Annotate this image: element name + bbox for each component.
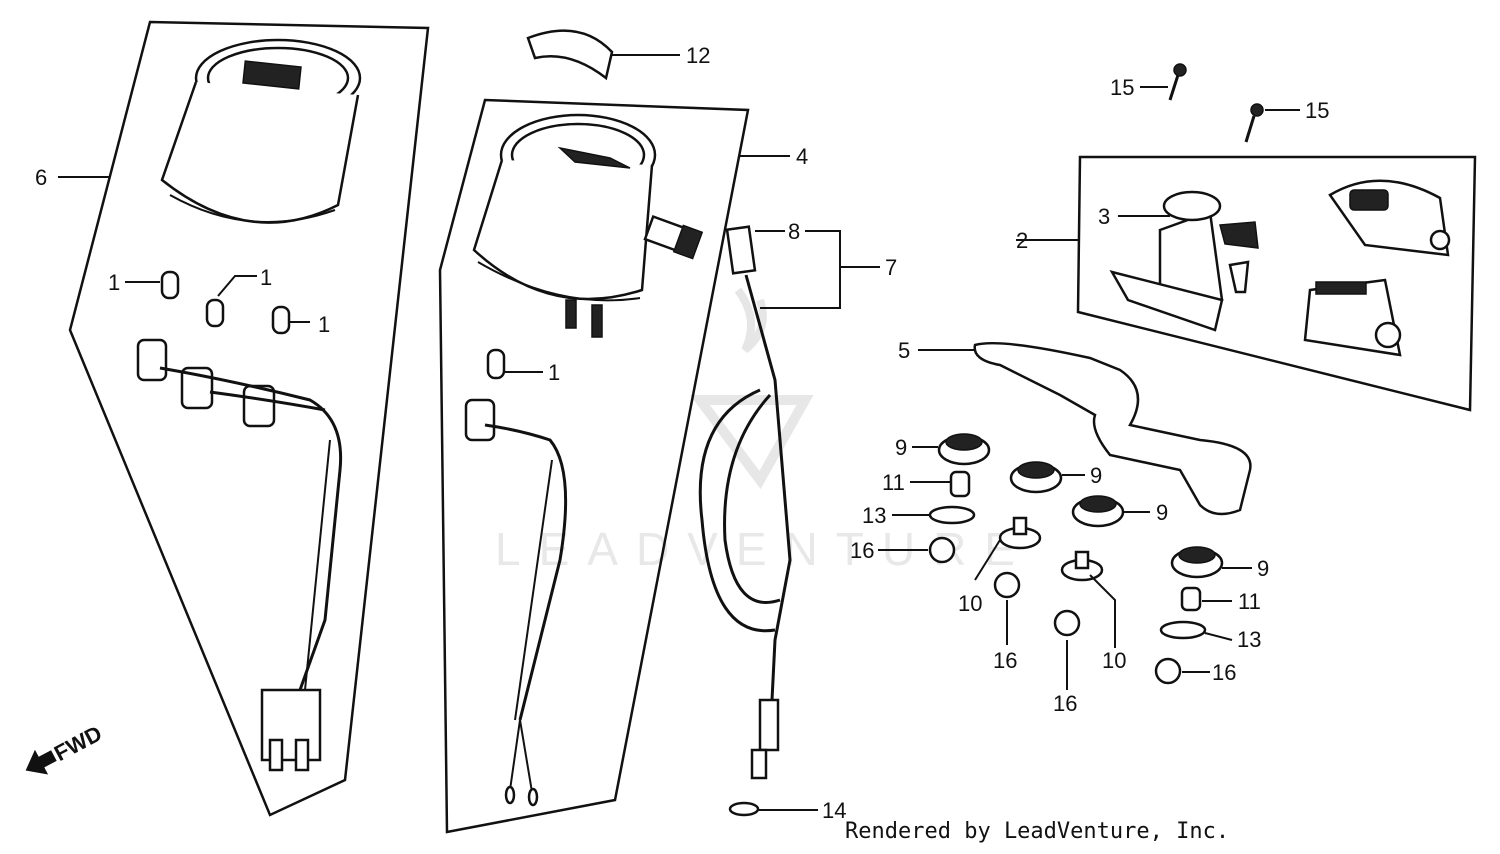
ignition-frame: [1076, 155, 1477, 412]
nut-icon: [1053, 609, 1081, 637]
switch-cover: [1328, 179, 1451, 257]
collar-icon: [949, 470, 971, 498]
meter-bracket: [973, 341, 1252, 516]
callout-16: 16: [850, 538, 874, 563]
callout-5: 5: [898, 338, 910, 363]
grommet-icon: [937, 433, 991, 466]
washer-14: [728, 801, 760, 817]
callout-13: 13: [862, 503, 886, 528]
collar-icon: [1180, 586, 1202, 612]
callout-16: 16: [993, 648, 1017, 673]
callout-10: 10: [958, 591, 982, 616]
callout-12: 12: [686, 43, 710, 68]
callout-11: 11: [1238, 589, 1261, 614]
callout-8: 8: [788, 219, 800, 244]
speedometer-frame: [438, 98, 750, 834]
callout-6: 6: [35, 165, 47, 190]
callout-9: 9: [1156, 500, 1168, 525]
nut-icon: [1154, 657, 1182, 685]
ignition-switch-assembly: [1076, 63, 1477, 412]
speedometer-cable: [698, 225, 792, 817]
ignition-switch: [1109, 190, 1259, 332]
tachometer-frame: [68, 20, 430, 817]
watermark: LEADVENTURE: [495, 287, 1033, 575]
callout-7: 7: [885, 255, 897, 280]
callout-1: 1: [548, 360, 560, 385]
callout-1: 1: [260, 265, 272, 290]
socket-harness: [136, 338, 343, 772]
screw-icon: [1244, 103, 1264, 143]
washer-icon: [1159, 620, 1207, 640]
fwd-label: FWD: [50, 720, 106, 766]
callout-14: 14: [822, 798, 846, 823]
callout-11: 11: [882, 470, 905, 495]
watermark-text: LEADVENTURE: [495, 523, 1033, 575]
speedometer-harness: [464, 398, 568, 807]
callout-1: 1: [108, 270, 120, 295]
arrow-left-icon: [25, 749, 57, 775]
stud-icon: [998, 516, 1042, 550]
callout-16: 16: [1212, 660, 1236, 685]
speedometer-assembly: [438, 29, 750, 834]
bulb-icon: [486, 348, 506, 380]
tachometer-assembly: [68, 20, 430, 817]
meter-cover: [526, 29, 614, 81]
screw-icon: [1168, 63, 1187, 101]
lock-body: [1303, 278, 1402, 357]
callout-13: 13: [1237, 627, 1261, 652]
fwd-arrow: FWD: [25, 720, 106, 775]
bulb-icon: [160, 270, 180, 300]
bulb-icon: [205, 298, 225, 328]
grommet-icon: [1170, 546, 1224, 579]
washer-icon: [928, 505, 976, 525]
callout-3: 3: [1098, 204, 1110, 229]
callout-9: 9: [1257, 556, 1269, 581]
callout-15: 15: [1305, 98, 1329, 123]
footer-credit: Rendered by LeadVenture, Inc.: [845, 819, 1229, 844]
tachometer-body: [160, 38, 362, 224]
callout-4: 4: [796, 144, 808, 169]
grommet-icon: [1071, 495, 1125, 528]
callout-1: 1: [318, 312, 330, 337]
callouts: 6 1 1 1 12 4 8 7 1 2 3 15 15 5 9 9 9 9 1…: [35, 43, 1329, 823]
speedometer-body: [472, 113, 704, 338]
leader-lines: [58, 54, 1300, 811]
nut-icon: [993, 571, 1021, 599]
stud-icon: [1060, 550, 1104, 582]
grommet-icon: [1009, 461, 1063, 494]
callout-2: 2: [1016, 228, 1028, 253]
bulb-icon: [271, 305, 291, 335]
callout-15: 15: [1110, 75, 1134, 100]
callout-9: 9: [895, 435, 907, 460]
callout-10: 10: [1102, 648, 1126, 673]
callout-9: 9: [1090, 463, 1102, 488]
callout-16: 16: [1053, 691, 1077, 716]
nut-icon: [928, 536, 956, 564]
